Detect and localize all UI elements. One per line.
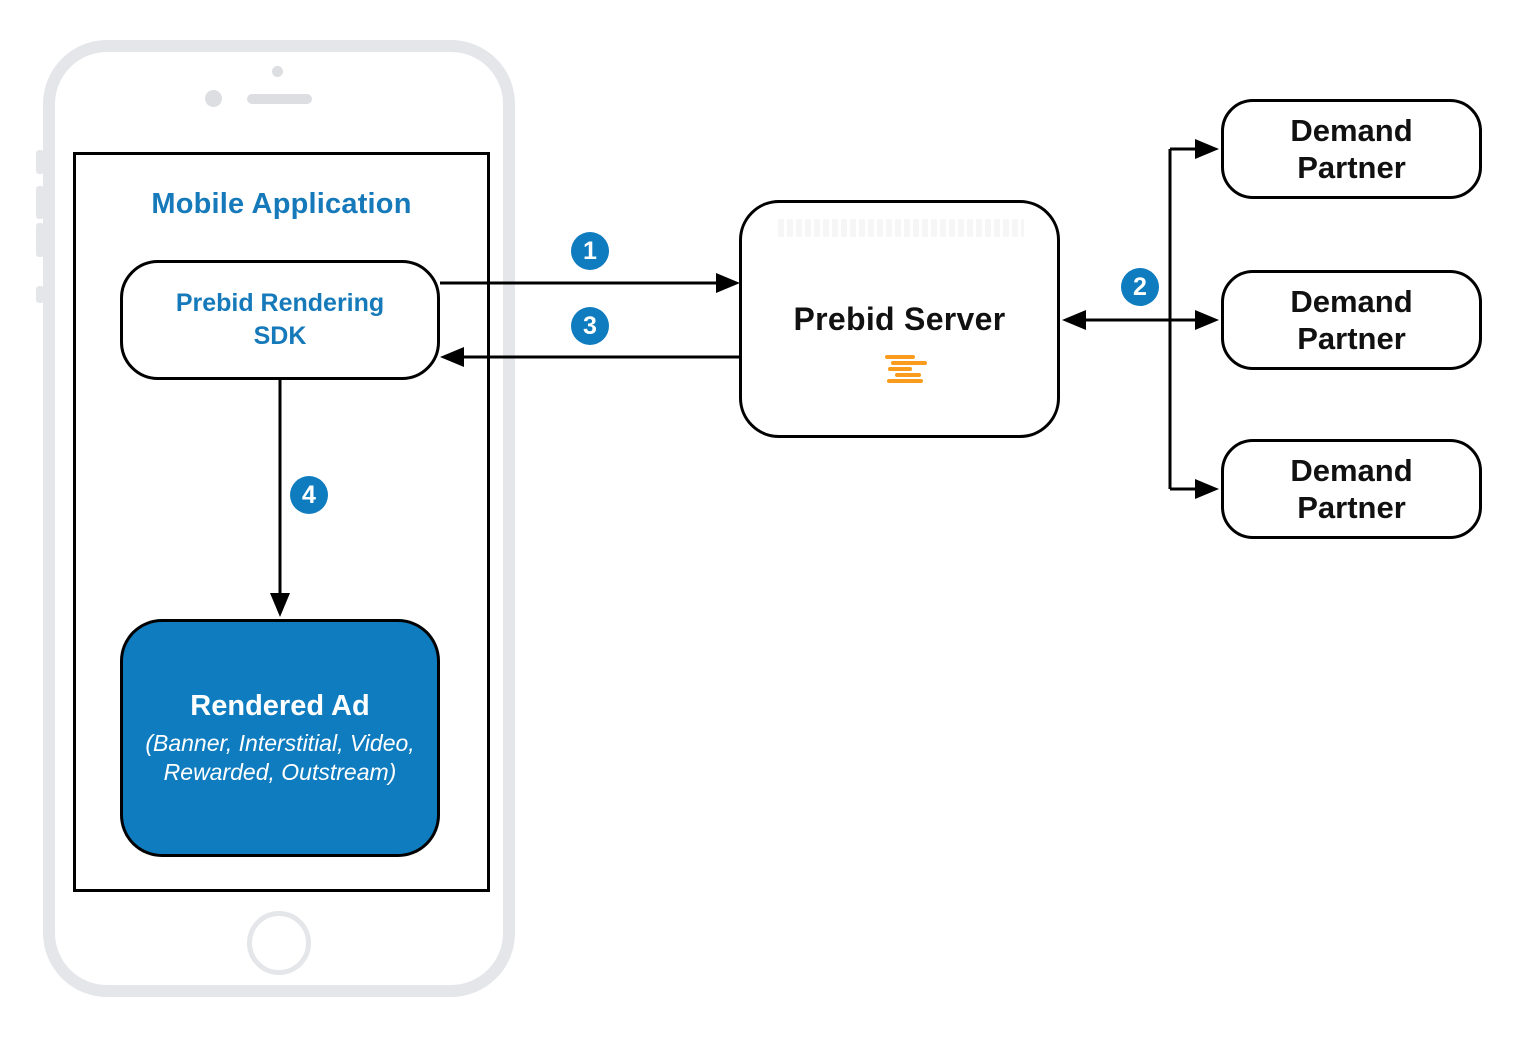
step-badge-2: 2	[1121, 268, 1159, 306]
demand-fanout-connector	[1168, 139, 1219, 499]
phone-sensor-dot-icon	[205, 90, 222, 107]
demand-partner-node: Demand Partner	[1221, 270, 1482, 370]
prebid-logo-icon	[883, 355, 929, 385]
logo-bar	[891, 361, 927, 365]
demand-partner-label: Demand Partner	[1290, 113, 1413, 185]
demand-partner-node: Demand Partner	[1221, 99, 1482, 199]
prebid-server-node: Prebid Server	[739, 200, 1060, 438]
logo-bar	[887, 379, 923, 383]
rendered-ad-title: Rendered Ad	[190, 689, 370, 722]
demand-partner-node: Demand Partner	[1221, 439, 1482, 539]
step-badge-1: 1	[571, 232, 609, 270]
rendered-ad-subtitle: (Banner, Interstitial, Video, Rewarded, …	[145, 729, 415, 785]
mobile-application-title: Mobile Application	[151, 188, 412, 220]
watermark-strip	[778, 219, 1024, 237]
phone-camera-dot-icon	[272, 66, 283, 77]
logo-bar	[885, 355, 915, 359]
step-badge-4: 4	[290, 476, 328, 514]
phone-side-button	[36, 150, 44, 174]
phone-side-button	[36, 223, 44, 257]
phone-home-button-icon	[247, 911, 311, 975]
prebid-sdk-label: Prebid Rendering SDK	[175, 289, 385, 350]
demand-partner-label: Demand Partner	[1290, 453, 1413, 525]
step-badge-3: 3	[571, 307, 609, 345]
phone-speaker-icon	[247, 94, 312, 104]
logo-bar	[895, 373, 921, 377]
phone-side-button	[36, 186, 44, 219]
demand-partner-label: Demand Partner	[1290, 284, 1413, 356]
prebid-sdk-node: Prebid Rendering SDK	[120, 260, 440, 380]
logo-bar	[888, 367, 912, 371]
arrow-step-2	[1062, 310, 1219, 330]
phone-side-button	[36, 286, 44, 303]
prebid-server-label: Prebid Server	[793, 301, 1006, 337]
rendered-ad-node: Rendered Ad (Banner, Interstitial, Video…	[120, 619, 440, 857]
